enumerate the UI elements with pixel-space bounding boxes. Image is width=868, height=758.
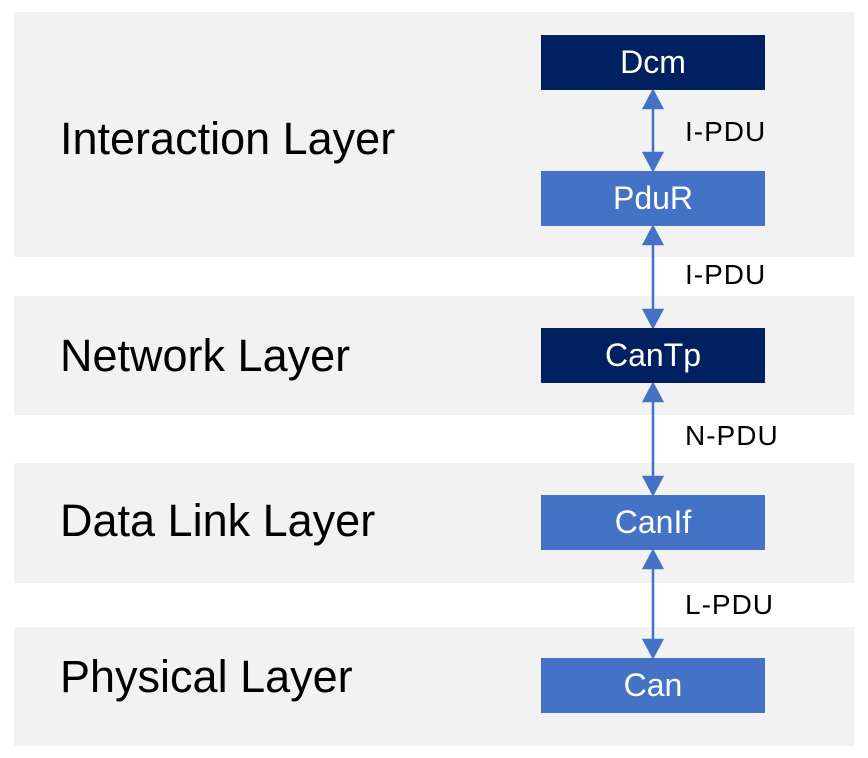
network-layer-label: Network Layer xyxy=(60,330,351,381)
dcm-module: Dcm xyxy=(541,35,765,90)
can-module: Can xyxy=(541,658,765,713)
canif-module: CanIf xyxy=(541,495,765,550)
pdu-label-pdur-cantp: I-PDU xyxy=(685,259,767,290)
cantp-module: CanTp xyxy=(541,328,765,383)
pdur-module: PduR xyxy=(541,171,765,226)
pdu-label-dcm-pdur: I-PDU xyxy=(685,116,767,147)
interaction-layer-label: Interaction Layer xyxy=(60,113,396,164)
data-link-layer-label: Data Link Layer xyxy=(60,495,376,546)
pdu-label-canif-can: L-PDU xyxy=(685,589,775,620)
physical-layer-label: Physical Layer xyxy=(60,651,353,702)
pdu-label-cantp-canif: N-PDU xyxy=(685,420,779,451)
